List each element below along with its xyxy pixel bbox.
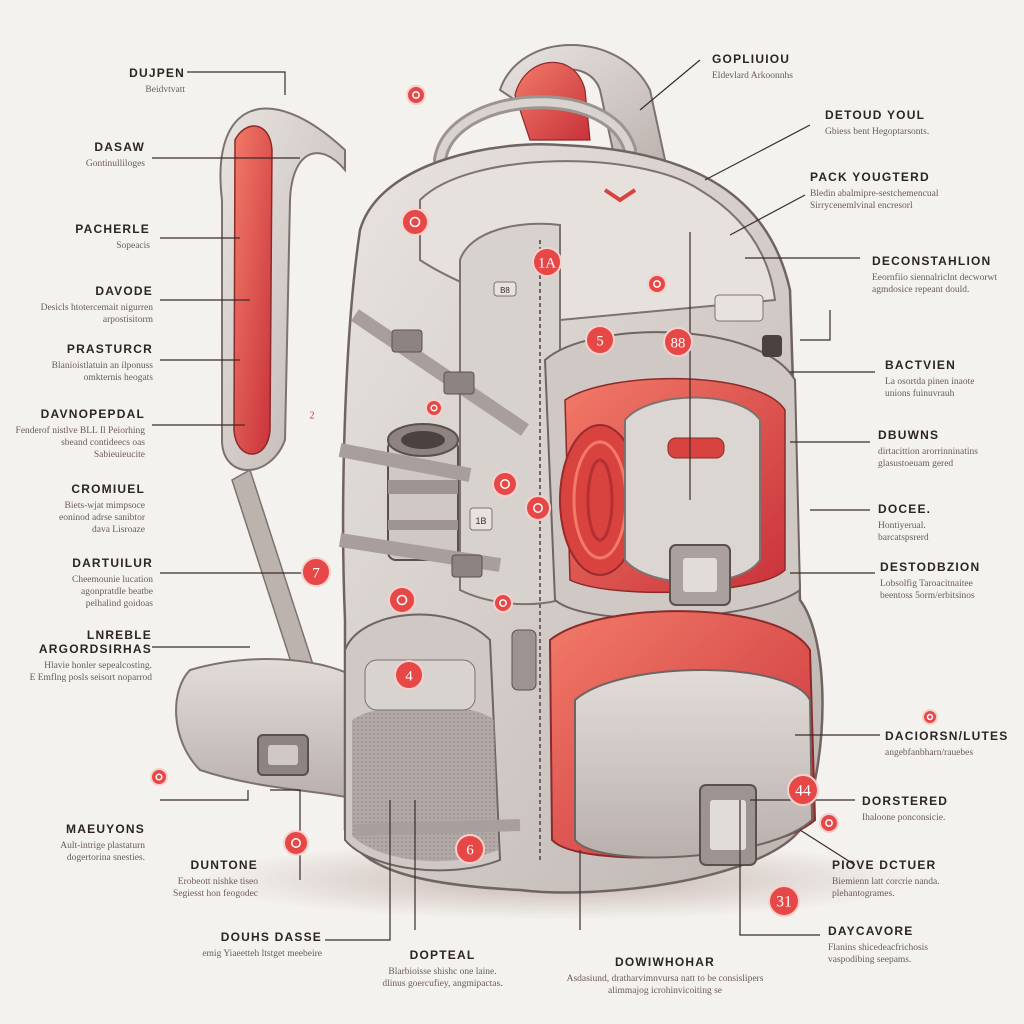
lower-front-pocket bbox=[574, 669, 814, 859]
hip-belt bbox=[175, 658, 361, 802]
label-detoud-youl: DETOUD YOUL Gbiess bent Hegoptarsonts. bbox=[825, 108, 930, 137]
label-dorstered: DORSTERED Ihaloone ponconsicie. bbox=[862, 794, 949, 823]
label-davode: DAVODE Desicls htotercemait nigurren arp… bbox=[40, 284, 153, 325]
stuff-sack-tab bbox=[667, 437, 725, 459]
left-strap-red-padding bbox=[233, 125, 273, 455]
label-destodbzion: DESTODBZION Lobsolfig Taroacitnaitee bee… bbox=[880, 560, 981, 601]
bottom-strap bbox=[354, 819, 521, 836]
label-daciorsn-lutes: DACIORSN/LUTES angebfanbharn/rauebes bbox=[885, 729, 1009, 758]
label-lnreble: LNREBLE ARGORDSIRHAS Hlavie honler sepea… bbox=[29, 628, 152, 683]
label-maeuyons: MAEUYONS Ault-intrige plastaturn dogerto… bbox=[60, 822, 145, 863]
label-prasturcr: PRASTURCR Blanioistlatuin an ilponuss om… bbox=[51, 342, 153, 383]
stuff-sack bbox=[624, 396, 761, 584]
label-daycavore: DAYCAVORE Flanins shicedeacfrichosis vas… bbox=[828, 924, 928, 965]
label-bactvien: BACTVIEN La osortda pinen inaote unions … bbox=[885, 358, 975, 399]
label-dartuilur: DARTUILUR Cheemounie lucation agonpratdl… bbox=[72, 556, 153, 609]
label-dowiwhohar: DOWIWHOHAR Asdasiund, dratharvimnvursa n… bbox=[566, 955, 764, 996]
label-piove-dctuer: PIOVE DCTUER Biemienn latt corcrie nanda… bbox=[832, 858, 940, 899]
label-pack-yougterd: PACK YOUGTERD Bledin abalmipre-sestcheme… bbox=[810, 170, 939, 211]
lid-patch bbox=[714, 294, 764, 322]
zipper-pull bbox=[511, 629, 537, 691]
left-strap-webbing bbox=[231, 468, 319, 692]
side-pocket-flap bbox=[364, 659, 476, 711]
label-deconstahlion: DECONSTAHLION Eeornfiio siennalriclnt de… bbox=[872, 254, 998, 295]
label-dujpen: DUJPEN Beidvtvatt bbox=[129, 66, 185, 95]
label-dbuwns: DBUWNS dirtacittion arorrinninatins glas… bbox=[878, 428, 978, 469]
label-duntone: DUNTONE Erobeott nishke tiseo Segiesst h… bbox=[173, 858, 258, 899]
side-strap-upper bbox=[351, 309, 529, 436]
label-docee: DOCEE. Hontiyerual. barcatspsrerd bbox=[878, 502, 932, 543]
label-dopteal: DOPTEAL Blarbioisse shishc one laine. dl… bbox=[382, 948, 503, 989]
label-cromiuel: CROMIUEL Biets-wjat mimpsoce eoninod adr… bbox=[58, 482, 145, 535]
side-strap-middle bbox=[338, 443, 472, 482]
leader-lines bbox=[152, 59, 880, 941]
label-davnopepdal: DAVNOPEPDAL Fenderof nistlve BLL Il Peio… bbox=[15, 407, 145, 460]
label-pacherle: PACHERLE Sopeacis bbox=[75, 222, 150, 251]
label-dasaw: DASAW Gontinulliloges bbox=[85, 140, 145, 169]
label-douhs-dasse: DOUHS DASSE emig Yiaeetteh ltstget meebe… bbox=[202, 930, 322, 959]
label-gopliuiou: GOPLIUIOU Eldevlard Arkoonnhs bbox=[712, 52, 794, 81]
